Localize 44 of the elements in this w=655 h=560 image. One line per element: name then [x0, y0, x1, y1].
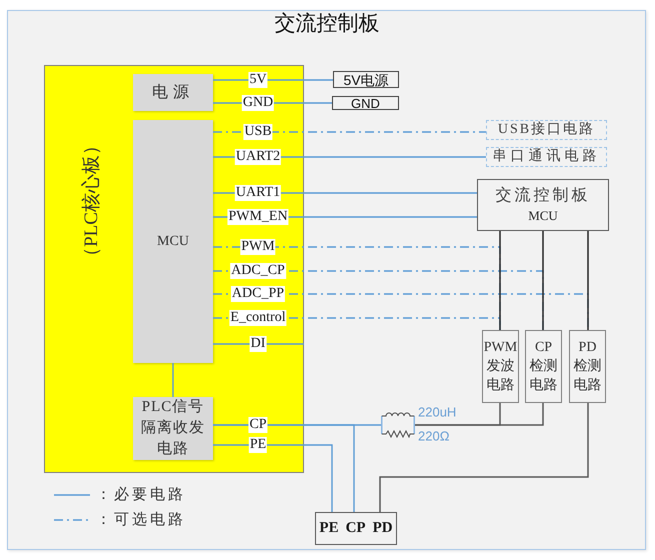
connector-line — [213, 131, 486, 133]
optional-circuit-box: USB接口电路 — [486, 120, 607, 140]
module-box: PLC信号隔离收发电路 — [133, 397, 213, 460]
legend-label: ：可选电路 — [96, 511, 186, 529]
circuit-box: PD检测电路 — [569, 330, 606, 403]
value-label: 220uH — [418, 404, 456, 420]
pin-label: UART2 — [234, 149, 282, 165]
inductor-resistor-symbol — [381, 410, 415, 438]
terminal-box: GND — [332, 96, 399, 110]
pin-label: PWM — [240, 239, 276, 255]
connector-line — [213, 444, 333, 512]
pin-label: GND — [242, 95, 274, 111]
pin-label: CP — [248, 417, 268, 433]
pin-label: E_control — [229, 310, 287, 326]
connector-line — [542, 231, 544, 330]
connector-line — [499, 231, 501, 330]
board — [44, 65, 304, 473]
pin-label: ADC_CP — [230, 263, 286, 279]
connector-line — [587, 231, 589, 330]
terminal-box: 5V电源 — [333, 71, 399, 88]
connector-line — [172, 363, 174, 397]
circuit-box: PWM发波电路 — [482, 330, 519, 403]
pin-label: ADC_PP — [230, 286, 286, 302]
controller-box: 交流控制板 MCU — [477, 179, 609, 231]
module-box: MCU — [133, 120, 213, 363]
pin-label: UART1 — [234, 185, 282, 201]
circuit-box: CP检测电路 — [525, 330, 562, 403]
connector-box: PE CP PD — [315, 512, 397, 545]
pin-label: 5V — [248, 72, 268, 88]
pin-label: PE — [248, 437, 268, 453]
connector-line — [415, 403, 544, 426]
pin-label: DI — [250, 336, 266, 352]
legend-label: ：必要电路 — [96, 486, 186, 504]
pin-label: USB — [243, 124, 273, 140]
connector-line — [213, 424, 355, 512]
title: 交流控制板 — [274, 11, 380, 37]
connector-line — [213, 79, 333, 81]
connector-line — [379, 403, 589, 512]
connector-line — [213, 343, 304, 345]
pin-label: PWM_EN — [227, 209, 289, 225]
module-box: 电源 — [133, 74, 213, 111]
value-label: 220Ω — [418, 428, 450, 444]
board-label: （PLC核心板） — [80, 136, 103, 266]
optional-circuit-box: 串口通讯电路 — [486, 147, 607, 167]
